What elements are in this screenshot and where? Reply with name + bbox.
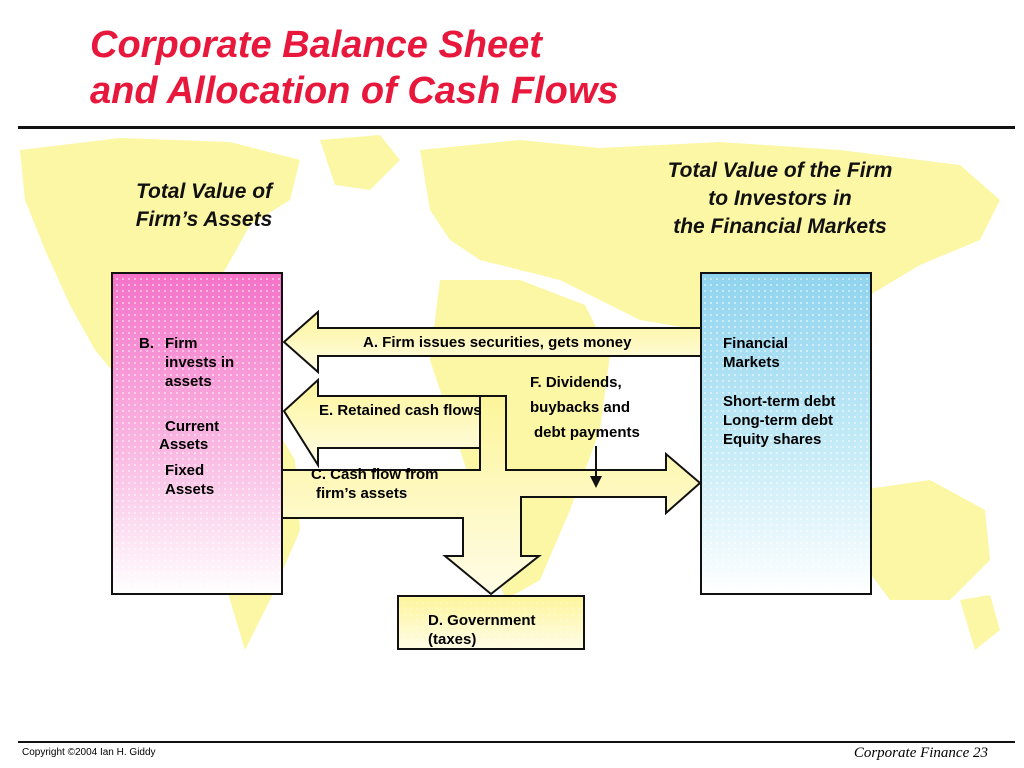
footer-divider bbox=[18, 741, 1015, 743]
label-flow-c-line2: firm’s assets bbox=[316, 485, 408, 502]
copyright-text: Copyright ©2004 Ian H. Giddy bbox=[22, 747, 156, 758]
arrow-e-retained bbox=[282, 377, 481, 469]
label-current-line1: Current bbox=[165, 418, 220, 435]
arrow-c-body bbox=[281, 395, 702, 596]
label-government-line1: D. Government bbox=[428, 612, 536, 629]
label-b-line3: assets bbox=[165, 373, 212, 390]
left-column-header: Total Value of Firm’s Assets bbox=[104, 178, 304, 234]
label-flow-f-line3: debt payments bbox=[534, 424, 640, 441]
right-header-line-2: to Investors in bbox=[708, 187, 852, 210]
label-fm-line1: Financial bbox=[723, 335, 789, 352]
label-short-term-debt: Short-term debt bbox=[723, 393, 836, 410]
label-equity-shares: Equity shares bbox=[723, 431, 822, 448]
label-flow-c-line1: C. Cash flow from bbox=[311, 466, 439, 483]
label-b-prefix: B. bbox=[139, 335, 154, 352]
left-header-line-2: Firm’s Assets bbox=[135, 208, 273, 231]
arrow-a-securities bbox=[282, 309, 702, 375]
label-fixed-line1: Fixed bbox=[165, 462, 205, 479]
page-reference: Corporate Finance 23 bbox=[853, 745, 988, 761]
label-fm-line2: Markets bbox=[723, 354, 780, 371]
right-header-line-3: the Financial Markets bbox=[673, 215, 887, 238]
title-line-2: and Allocation of Cash Flows bbox=[90, 70, 619, 112]
label-b-line2: invests in bbox=[165, 354, 235, 371]
label-government-line2: (taxes) bbox=[428, 631, 477, 648]
label-flow-f-line1: F. Dividends, bbox=[530, 374, 622, 391]
label-fixed-line2: Assets bbox=[165, 481, 215, 498]
label-flow-e: E. Retained cash flows bbox=[319, 402, 482, 419]
page-title: Corporate Balance Sheet and Allocation o… bbox=[90, 22, 619, 114]
right-column-header: Total Value of the Firm to Investors in … bbox=[620, 157, 940, 241]
title-divider bbox=[18, 126, 1015, 129]
title-line-1: Corporate Balance Sheet bbox=[90, 24, 542, 66]
label-b-line1: Firm bbox=[165, 335, 198, 352]
label-long-term-debt: Long-term debt bbox=[723, 412, 833, 429]
label-flow-f-line2: buybacks and bbox=[530, 399, 631, 416]
label-current-line2: Assets bbox=[159, 436, 209, 453]
left-header-line-1: Total Value of bbox=[135, 180, 273, 203]
flow-diagram bbox=[111, 272, 872, 650]
label-flow-a: A. Firm issues securities, gets money bbox=[363, 334, 632, 351]
right-header-line-1: Total Value of the Firm bbox=[667, 159, 893, 182]
